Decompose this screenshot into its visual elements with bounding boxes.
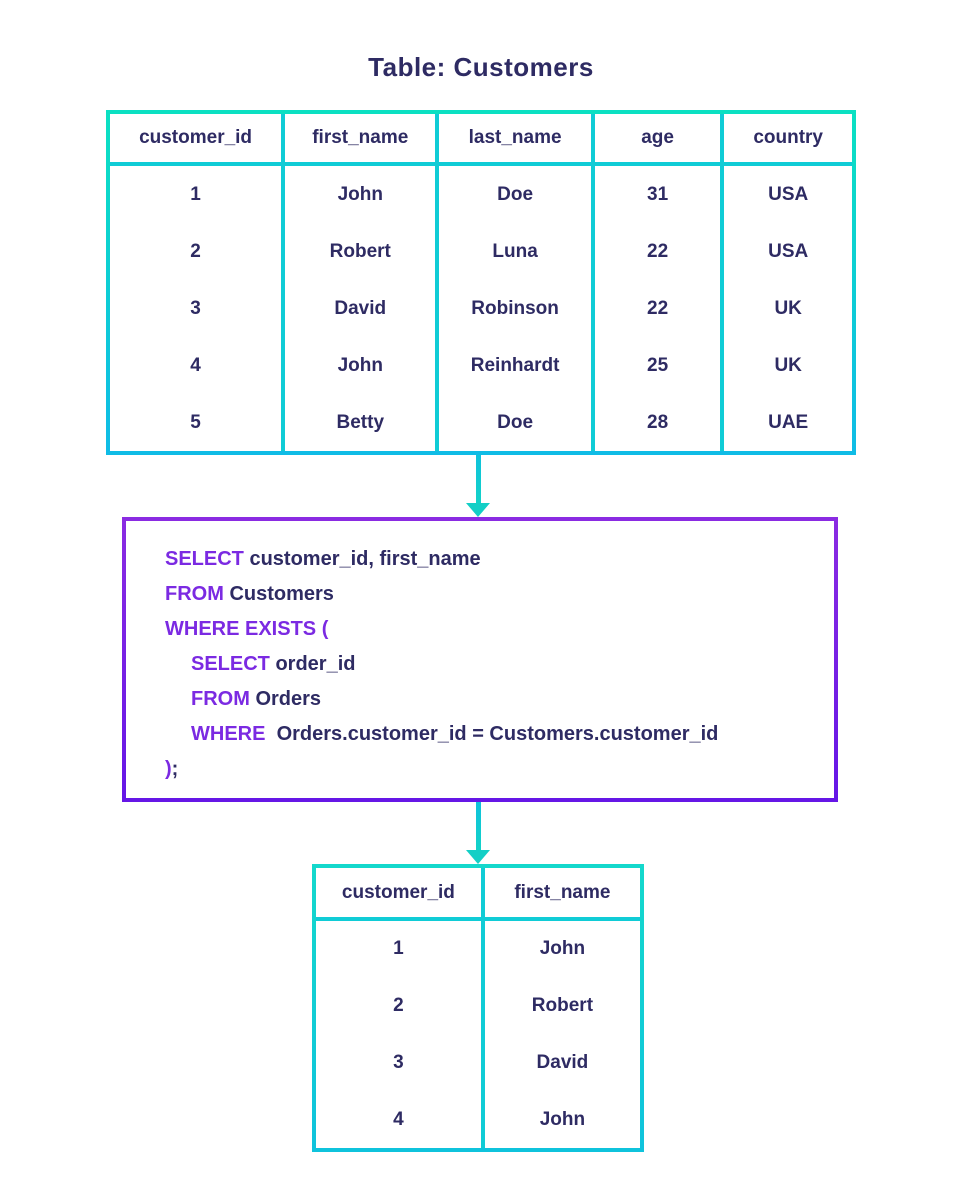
table-cell: John bbox=[539, 938, 586, 960]
table-cell: USA bbox=[768, 183, 809, 205]
table-cell: UK bbox=[774, 297, 802, 319]
table-cell: UAE bbox=[768, 411, 809, 433]
table-cell: 3 bbox=[110, 280, 286, 337]
table-cell: USA bbox=[768, 240, 809, 262]
sql-text: Orders bbox=[249, 688, 322, 710]
table-cell: Robinson bbox=[439, 280, 595, 337]
table-cell: 1 bbox=[316, 921, 485, 978]
arrow-shaft bbox=[475, 802, 481, 850]
table-cell: 22 bbox=[595, 223, 725, 280]
sql-line: WHERE EXISTS ( bbox=[165, 612, 824, 647]
table-cell: Luna bbox=[439, 223, 595, 280]
table-cell: Robert bbox=[531, 995, 594, 1017]
column-header: first_name bbox=[484, 868, 640, 921]
sql-line: SELECT order_id bbox=[165, 647, 824, 682]
table-cell: Reinhardt bbox=[439, 337, 595, 394]
table-cell: David bbox=[536, 1051, 589, 1073]
table-cell: Doe bbox=[439, 166, 595, 223]
arrow-down-icon bbox=[466, 455, 490, 517]
column-header: last_name bbox=[439, 114, 595, 166]
sql-keyword: FROM bbox=[191, 688, 250, 710]
table-cell: 25 bbox=[595, 337, 725, 394]
sql-line: WHERE Orders.customer_id = Customers.cus… bbox=[165, 717, 824, 752]
table-cell: 22 bbox=[595, 280, 725, 337]
sql-keyword: SELECT bbox=[165, 548, 244, 570]
arrow-head bbox=[466, 850, 490, 864]
sql-keyword: SELECT bbox=[191, 653, 270, 675]
table-cell: David bbox=[285, 280, 440, 337]
sql-line: FROM Customers bbox=[165, 577, 824, 612]
sql-text: ; bbox=[171, 758, 179, 780]
arrow-shaft bbox=[475, 455, 481, 503]
table-cell: John bbox=[539, 1108, 586, 1130]
table-cell: John bbox=[285, 337, 440, 394]
column-header: age bbox=[594, 114, 725, 166]
sql-keyword: ) bbox=[165, 758, 172, 780]
table-cell: 4 bbox=[110, 337, 286, 394]
table-cell: 1 bbox=[110, 166, 286, 223]
table-cell: UK bbox=[774, 354, 802, 376]
arrow-head bbox=[466, 503, 490, 517]
diagram-title: Table: Customers bbox=[368, 52, 594, 82]
column-header: customer_id bbox=[316, 868, 485, 921]
sql-text: Customers bbox=[223, 583, 334, 605]
sql-line: ); bbox=[165, 752, 824, 787]
customers-table: customer_id first_name last_name age cou… bbox=[106, 110, 856, 455]
table-cell: 5 bbox=[110, 394, 286, 451]
sql-text: customer_id, first_name bbox=[243, 548, 481, 570]
sql-keyword: WHERE EXISTS ( bbox=[165, 618, 329, 640]
table-cell: 2 bbox=[316, 977, 485, 1035]
customers-table-grid: customer_id first_name last_name age cou… bbox=[110, 114, 852, 451]
sql-text: order_id bbox=[269, 653, 356, 675]
table-cell: Doe bbox=[439, 394, 595, 451]
table-cell: 3 bbox=[316, 1034, 485, 1092]
column-header: customer_id bbox=[110, 114, 286, 166]
sql-keyword: WHERE bbox=[191, 723, 266, 745]
table-cell: John bbox=[285, 166, 440, 223]
table-cell: Robert bbox=[285, 223, 440, 280]
table-cell: 28 bbox=[595, 394, 725, 451]
column-header: first_name bbox=[285, 114, 440, 166]
sql-line: SELECT customer_id, first_name bbox=[165, 542, 824, 577]
table-cell: 2 bbox=[110, 223, 286, 280]
result-table: customer_id first_name 1 John 2 Robert 3… bbox=[312, 864, 644, 1152]
column-header: country bbox=[724, 114, 852, 166]
table-cell: 4 bbox=[316, 1091, 485, 1148]
table-cell: 31 bbox=[595, 166, 725, 223]
sql-text: Orders.customer_id = Customers.customer_… bbox=[265, 723, 719, 745]
result-table-grid: customer_id first_name 1 John 2 Robert 3… bbox=[316, 868, 640, 1148]
sql-line: FROM Orders bbox=[165, 682, 824, 717]
arrow-down-icon bbox=[466, 802, 490, 864]
sql-query-box: SELECT customer_id, first_name FROM Cust… bbox=[122, 517, 838, 802]
sql-keyword: FROM bbox=[165, 583, 224, 605]
table-cell: Betty bbox=[285, 394, 440, 451]
